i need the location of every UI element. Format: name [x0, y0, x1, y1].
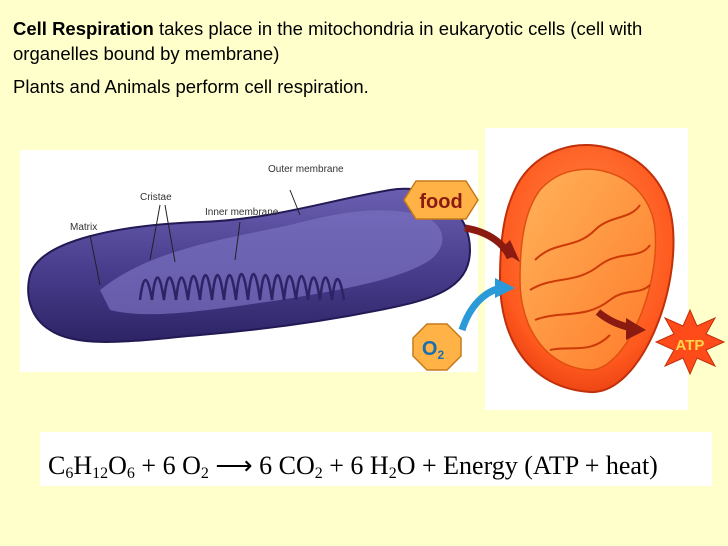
- atp-burst: ATP: [654, 308, 726, 376]
- equation-box: [40, 432, 712, 486]
- food-arrowhead-icon: [500, 240, 520, 262]
- oxygen-label: O: [422, 338, 438, 360]
- svg-text:O2: O2: [422, 338, 445, 362]
- label-matrix: Matrix: [70, 222, 97, 233]
- respiration-equation: C6H12O6 + 6 O2 ⟶ 6 CO2 + 6 H2O + Energy …: [48, 446, 708, 486]
- eq-plus-oxygen: + 6 O: [134, 451, 201, 480]
- food-badge: food: [403, 180, 479, 220]
- eq-plus-water: + 6 H: [322, 451, 389, 480]
- label-cristae: Cristae: [140, 192, 172, 203]
- intro-paragraph-2: Plants and Animals perform cell respirat…: [13, 76, 369, 97]
- intro-line1-text: takes place in the mitochondria in eukar…: [13, 18, 643, 64]
- eq-co2-sub: 2: [314, 465, 323, 482]
- eq-o: O: [108, 451, 127, 480]
- eq-water-sub: 2: [388, 465, 397, 482]
- eq-co2: 6 CO: [259, 451, 315, 480]
- term-cell-respiration: Cell Respiration: [13, 18, 154, 39]
- label-leader-lines: [89, 189, 301, 286]
- intro-paragraph-1: Cell Respiration takes place in the mito…: [13, 16, 713, 66]
- label-inner-membrane: Inner membrane: [205, 207, 279, 218]
- oxygen-arrowhead-icon: [495, 278, 515, 298]
- eq-oxygen-sub: 2: [200, 465, 209, 482]
- eq-h-sub: 12: [92, 465, 109, 482]
- eq-h: H: [73, 451, 93, 480]
- eq-water-o: O: [396, 451, 416, 480]
- intro-text: Cell Respiration takes place in the mito…: [13, 16, 713, 107]
- food-label: food: [419, 191, 462, 213]
- eq-energy: + Energy (ATP + heat): [415, 451, 658, 480]
- purple-mitochondrion: Outer membrane Cristae Inner membrane Ma…: [27, 164, 472, 343]
- atp-arrowhead-icon: [626, 318, 646, 340]
- cristae-folds: [138, 273, 346, 301]
- label-outer-membrane: Outer membrane: [268, 164, 344, 175]
- eq-c-sub: 6: [65, 465, 74, 482]
- orange-cristae: [529, 204, 651, 351]
- orange-mitochondrion: [498, 144, 675, 394]
- oxygen-arrow-icon: [458, 284, 502, 332]
- eq-o-sub: 6: [126, 465, 135, 482]
- eq-c: C: [48, 451, 66, 480]
- atp-label: ATP: [676, 337, 705, 354]
- eq-arrow-icon: ⟶: [208, 451, 260, 480]
- oxygen-badge: O2: [412, 323, 462, 371]
- oxygen-subscript: 2: [437, 348, 444, 362]
